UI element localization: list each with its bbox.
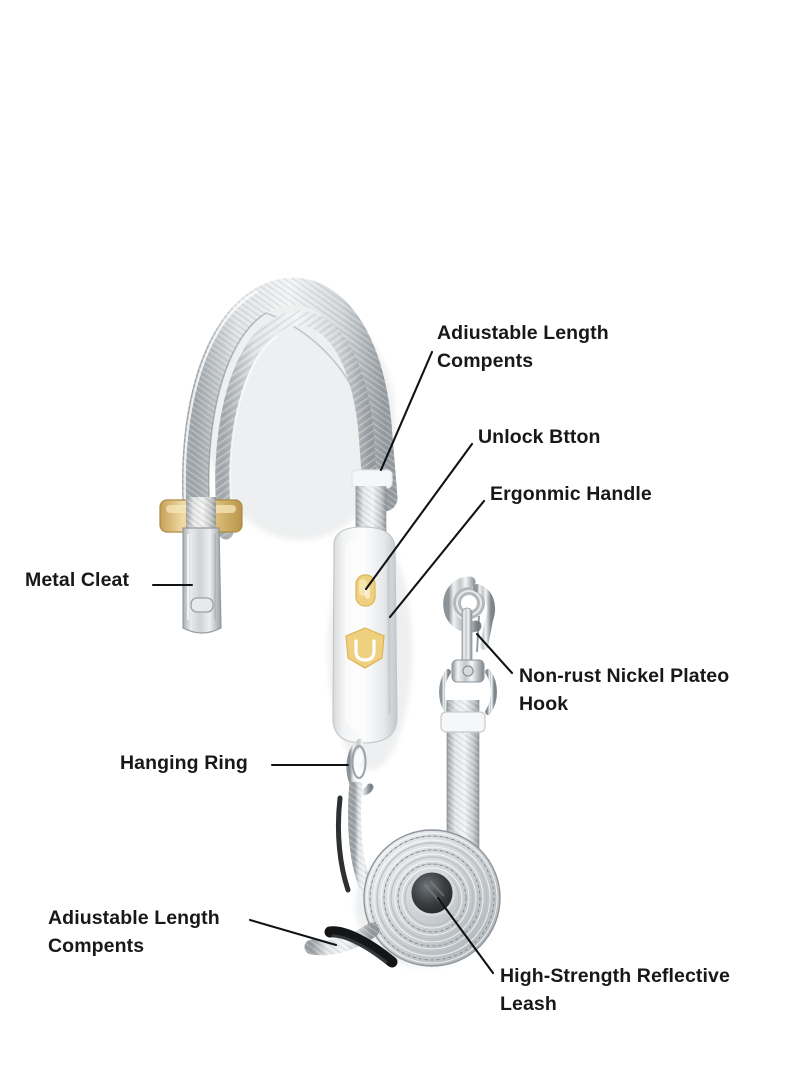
leader-line-group <box>151 350 514 975</box>
strap-keeper-loop <box>351 469 393 489</box>
brass-slider <box>159 497 243 533</box>
leader-nickel-hook <box>475 632 514 675</box>
leash-coil <box>304 829 501 967</box>
black-clip <box>324 926 398 968</box>
callout-unlock-button: Unlock Btton <box>478 426 601 448</box>
callout-metal-cleat: Metal Cleat <box>25 569 130 591</box>
leader-adjustable-length-top <box>379 350 434 472</box>
snap-hook <box>439 576 497 715</box>
metal-cleat-plate <box>182 527 222 634</box>
callout-hanging-ring: Hanging Ring <box>120 752 248 774</box>
brand-logo <box>345 627 385 669</box>
callout-adjustable-length-top: Adiustable Length Compents <box>437 322 609 372</box>
leader-adjustable-length-bottom <box>248 918 338 947</box>
handle-loop-webbing <box>182 277 398 554</box>
strap-into-handle <box>355 486 387 532</box>
leader-ergonomic-handle <box>388 499 486 619</box>
callout-adjustable-length-bottom: Adiustable Length Compents <box>48 907 220 957</box>
leader-reflective-leash <box>436 896 495 975</box>
callout-nickel-hook: Non-rust Nickel Plateo Hook <box>519 665 730 715</box>
callout-reflective-leash: High-Strength Reflective Leash <box>500 965 730 1015</box>
leader-unlock-button <box>364 442 474 591</box>
callout-ergonomic-handle: Ergonmic Handle <box>490 483 652 505</box>
